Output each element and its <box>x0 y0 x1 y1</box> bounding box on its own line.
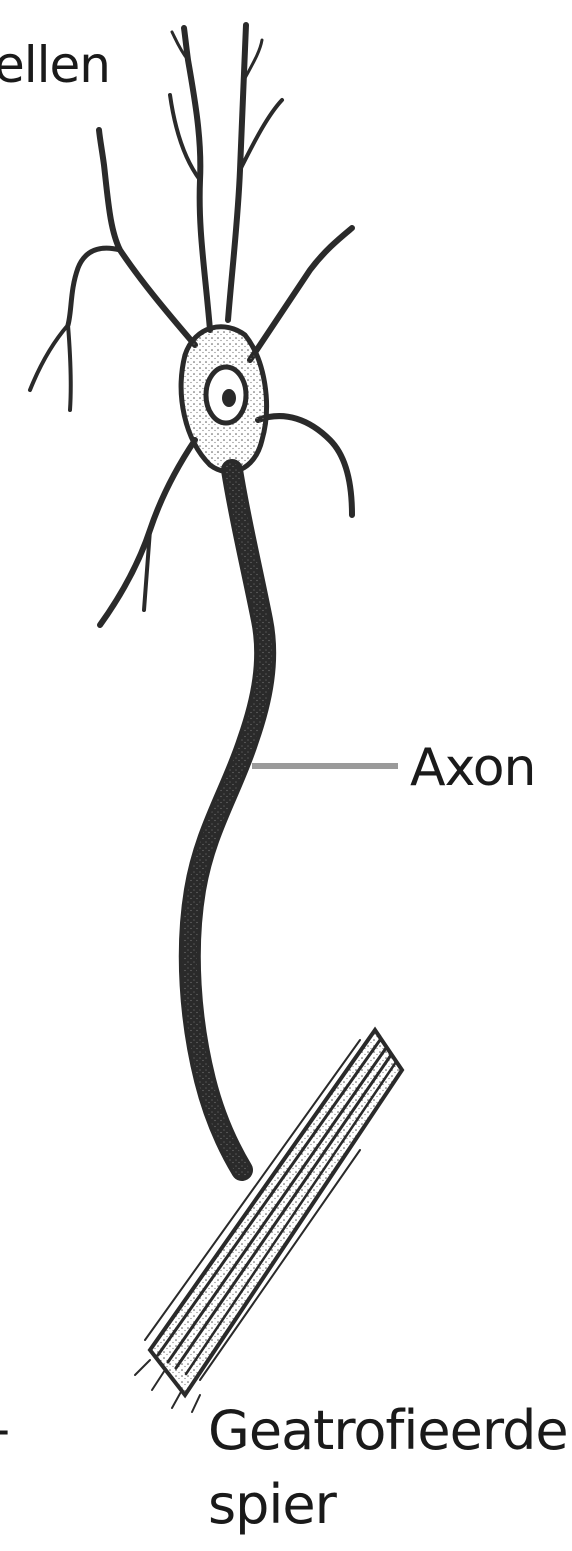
dendrite-top-right <box>228 25 246 320</box>
left-edge-mark: - <box>0 1404 9 1454</box>
nucleolus <box>222 389 236 407</box>
cell-body <box>181 327 266 472</box>
dendrite-left-upper <box>99 130 195 345</box>
dendrite-right-lower <box>258 416 352 515</box>
muscle-label-line-2: spier <box>208 1478 336 1532</box>
axon-label: Axon <box>410 742 536 794</box>
dendrites <box>30 25 352 625</box>
axon <box>190 470 265 1170</box>
muscle-label-line-1: Geatrofieerde <box>208 1404 568 1458</box>
dendrite-left-lower <box>100 440 195 625</box>
atrophied-muscle <box>135 1030 402 1412</box>
cell-label-partial: ellen <box>0 40 110 90</box>
dendrite-right-upper <box>250 228 352 360</box>
